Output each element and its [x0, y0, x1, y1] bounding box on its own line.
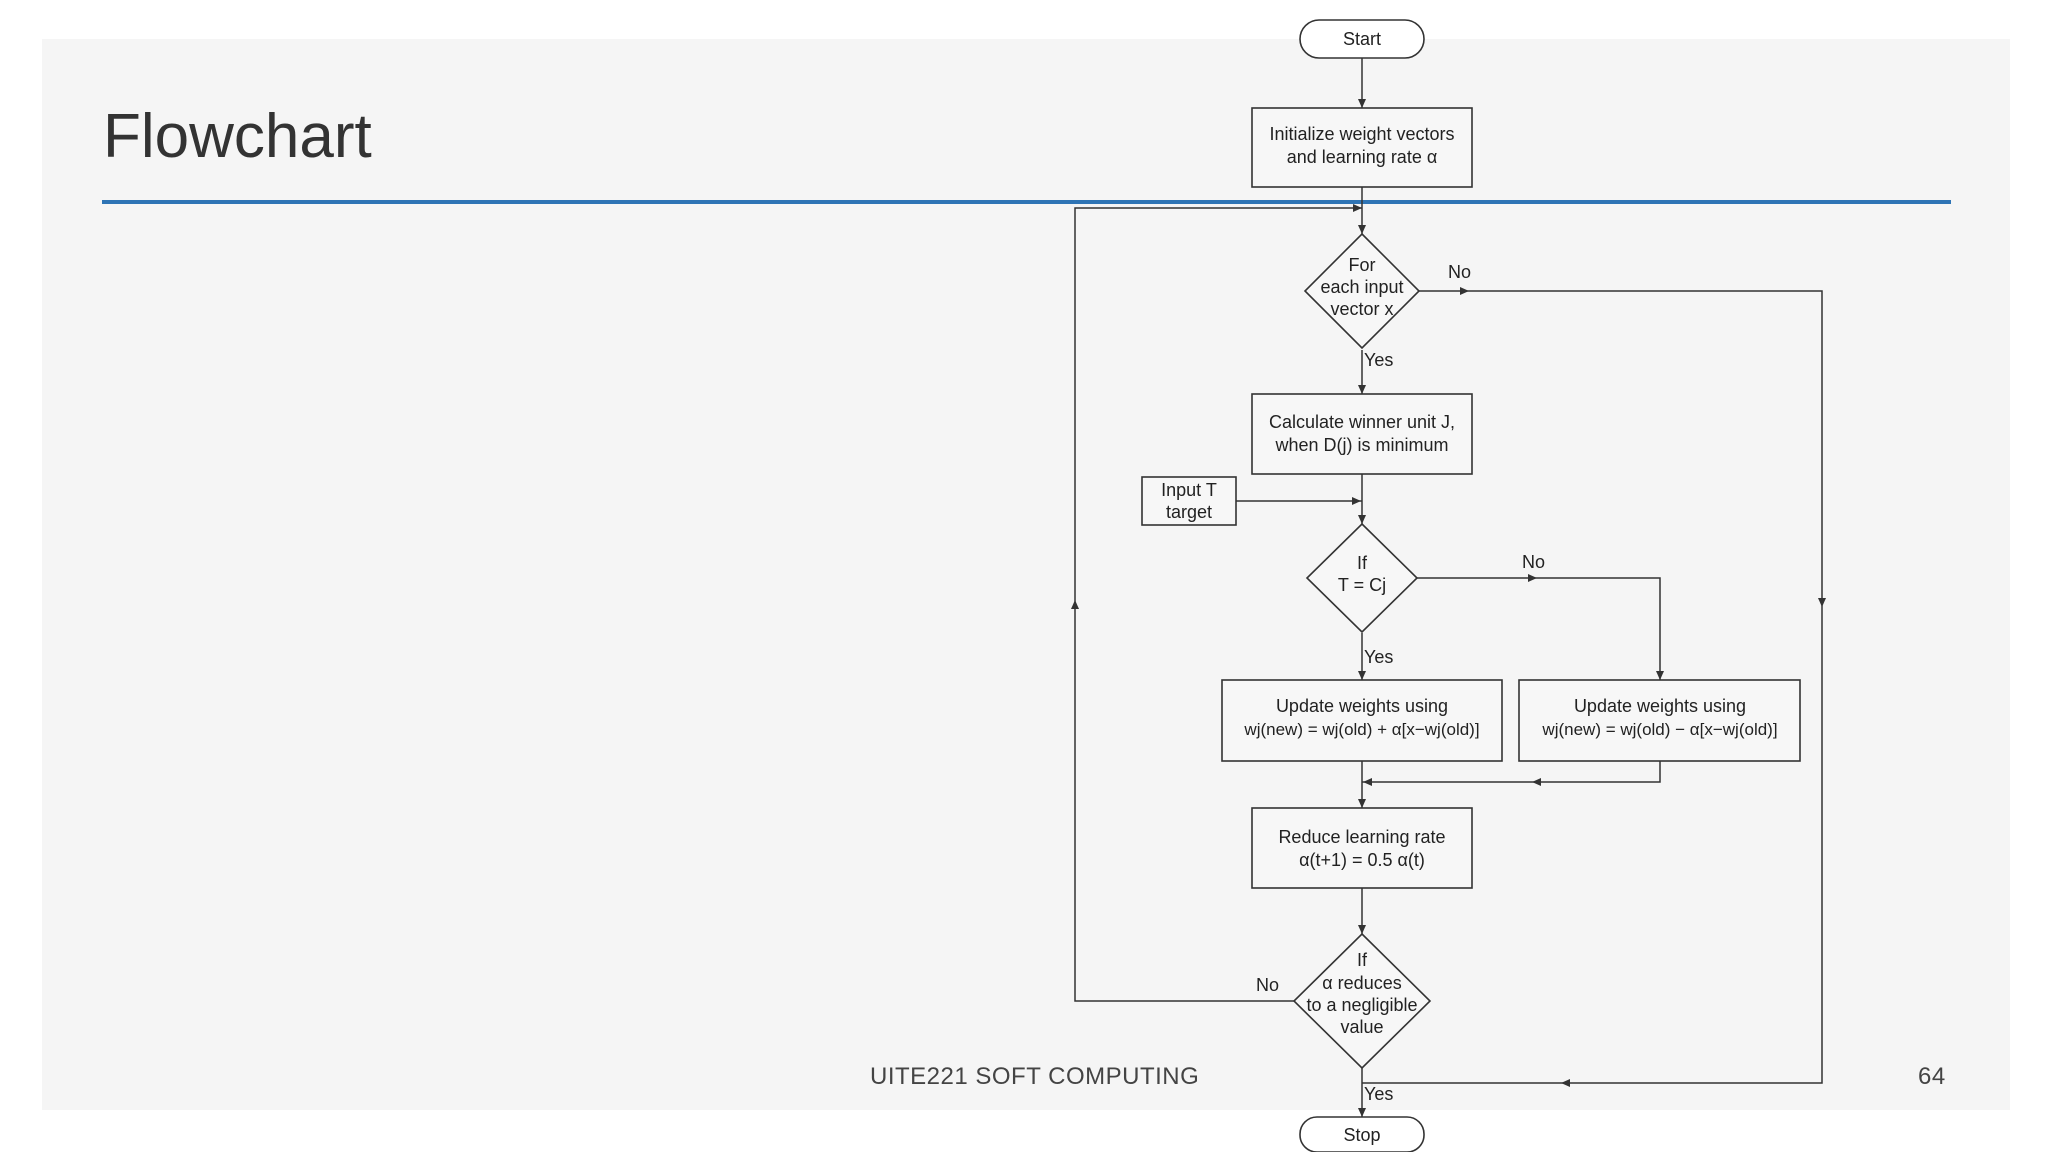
update-minus-line-2: wj(new) = wj(old) − α[x−wj(old)]	[1541, 720, 1777, 739]
reduce-line-1: Reduce learning rate	[1278, 827, 1445, 847]
arrowhead	[1358, 515, 1366, 524]
arrowhead	[1358, 925, 1366, 934]
arrowhead	[1358, 671, 1366, 680]
update-plus-line-2: wj(new) = wj(old) + α[x−wj(old)]	[1243, 720, 1479, 739]
reduce-box	[1251, 807, 1473, 889]
stop-decision-line-2: α reduces	[1322, 973, 1401, 993]
loop-decision-line-1: For	[1349, 255, 1376, 275]
slide-title: Flowchart	[103, 102, 372, 171]
loop-yes-label: Yes	[1364, 350, 1393, 370]
loop-decision-line-3: vector x	[1330, 299, 1393, 319]
footer-course-name: UITE221 SOFT COMPUTING	[870, 1063, 1200, 1090]
loop-no-label: No	[1448, 262, 1471, 282]
arrowhead	[1818, 598, 1826, 607]
input-target-box	[1141, 476, 1237, 526]
arrowhead	[1528, 574, 1537, 582]
class-no-label: No	[1522, 552, 1545, 572]
stop-decision-line-1: If	[1357, 950, 1368, 970]
winner-line-1: Calculate winner unit J,	[1269, 412, 1455, 432]
init-box	[1251, 107, 1473, 188]
init-line-1: Initialize weight vectors	[1269, 124, 1454, 144]
arrowhead	[1532, 778, 1541, 786]
arrowhead	[1460, 287, 1469, 295]
stop-terminal	[1299, 1116, 1425, 1152]
update-plus-line-1: Update weights using	[1276, 696, 1448, 716]
init-line-2: and learning rate α	[1287, 147, 1438, 167]
arrowhead	[1358, 225, 1366, 234]
stop-label: Stop	[1343, 1125, 1380, 1145]
arrowhead	[1358, 99, 1366, 108]
input-target-line-2: target	[1166, 502, 1212, 522]
update-plus-box	[1221, 679, 1503, 762]
stop-decision-line-4: value	[1340, 1017, 1383, 1037]
start-terminal	[1299, 19, 1425, 59]
edge-minus-merge	[1362, 761, 1661, 783]
stop-no-label: No	[1256, 975, 1279, 995]
slide-background	[42, 39, 2010, 1110]
input-target-line-1: Input T	[1161, 480, 1217, 500]
class-decision-line-2: T = Cj	[1338, 575, 1386, 595]
reduce-line-2: α(t+1) = 0.5 α(t)	[1299, 850, 1425, 870]
loop-decision-diamond	[1303, 232, 1421, 350]
arrowhead	[1363, 778, 1372, 786]
loop-decision-line-2: each input	[1320, 277, 1403, 297]
edge-loop-no	[1362, 290, 1823, 1084]
stop-decision-diamond	[1292, 932, 1432, 1070]
class-yes-label: Yes	[1364, 647, 1393, 667]
arrowhead	[1358, 799, 1366, 808]
class-decision-line-1: If	[1357, 553, 1368, 573]
arrowhead	[1358, 1108, 1366, 1117]
edge-class-no	[1417, 577, 1661, 680]
winner-box	[1251, 393, 1473, 475]
stop-yes-label: Yes	[1364, 1084, 1393, 1104]
arrowhead	[1561, 1079, 1570, 1087]
title-underline	[102, 200, 1951, 204]
arrowhead	[1352, 497, 1361, 505]
arrowhead	[1656, 671, 1664, 680]
update-minus-box	[1518, 679, 1801, 762]
stop-decision-line-3: to a negligible	[1306, 995, 1417, 1015]
arrowhead	[1071, 600, 1079, 609]
update-minus-line-1: Update weights using	[1574, 696, 1746, 716]
arrowhead	[1358, 385, 1366, 394]
class-decision-diamond	[1305, 522, 1419, 634]
page-number: 64	[1918, 1063, 1946, 1090]
start-label: Start	[1343, 29, 1381, 49]
winner-line-2: when D(j) is minimum	[1274, 435, 1448, 455]
